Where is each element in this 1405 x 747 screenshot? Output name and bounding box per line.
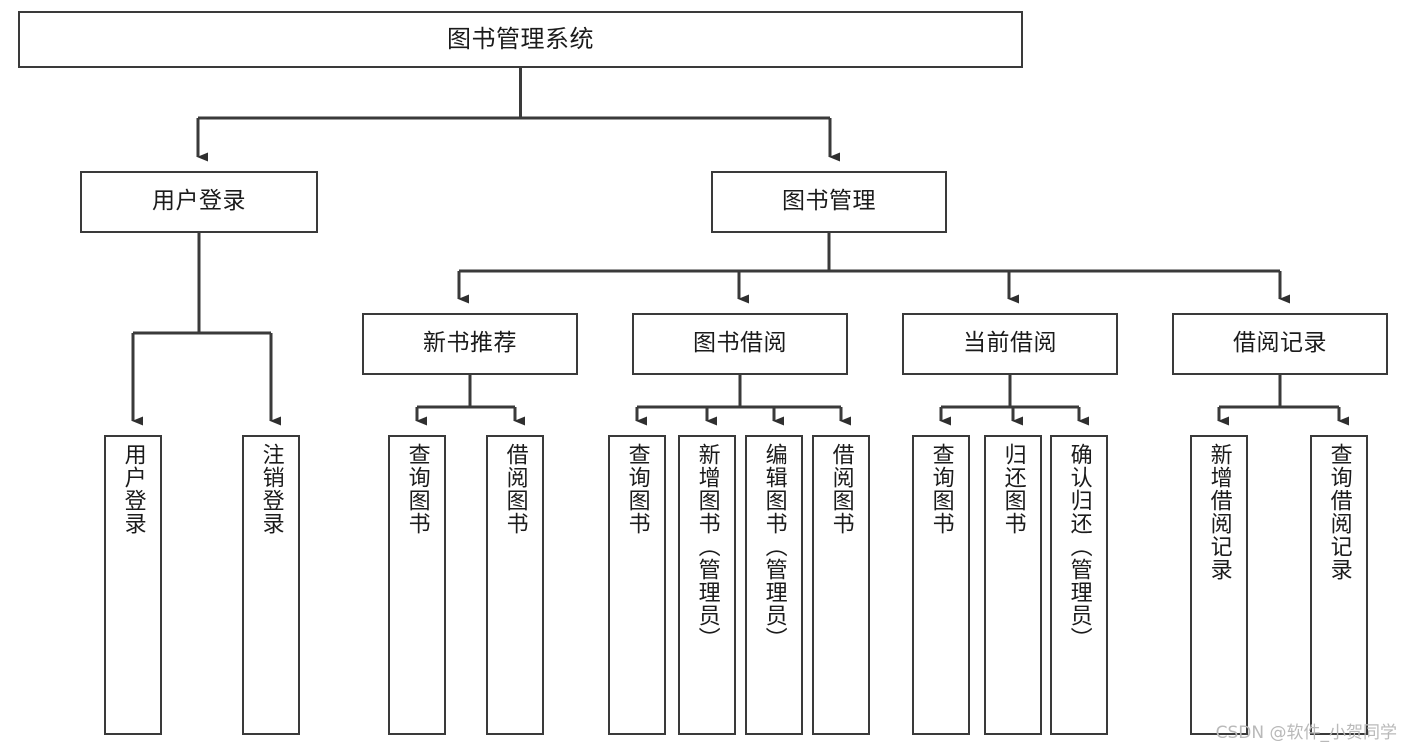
node-label: 图书管理系统: [447, 25, 594, 54]
node-label: 查询图书: [928, 443, 954, 535]
node-leaf-add-record[interactable]: 新增借阅记录: [1190, 435, 1248, 735]
node-leaf-add-book[interactable]: 新增图书（管理员）: [678, 435, 736, 735]
node-borrow-record[interactable]: 借阅记录: [1172, 313, 1388, 375]
node-leaf-edit-book[interactable]: 编辑图书（管理员）: [745, 435, 803, 735]
node-leaf-query-book-3[interactable]: 查询图书: [912, 435, 970, 735]
node-leaf-user-login[interactable]: 用户登录: [104, 435, 162, 735]
node-label: 借阅记录: [1233, 330, 1327, 357]
node-label: 归还图书: [1000, 443, 1026, 535]
node-leaf-logout[interactable]: 注销登录: [242, 435, 300, 735]
node-label: 当前借阅: [963, 330, 1057, 357]
node-label: 新书推荐: [423, 330, 517, 357]
node-new-book-recommend[interactable]: 新书推荐: [362, 313, 578, 375]
node-leaf-return-book[interactable]: 归还图书: [984, 435, 1042, 735]
node-label: 查询图书: [624, 443, 650, 535]
node-label: 用户登录: [152, 188, 246, 215]
node-current-borrow[interactable]: 当前借阅: [902, 313, 1118, 375]
node-label: 用户登录: [120, 443, 146, 535]
node-label: 查询图书: [404, 443, 430, 535]
node-leaf-query-book-2[interactable]: 查询图书: [608, 435, 666, 735]
node-label: 新增借阅记录: [1206, 443, 1232, 581]
node-book-manage[interactable]: 图书管理: [711, 171, 947, 233]
node-user-login[interactable]: 用户登录: [80, 171, 318, 233]
node-label: 图书借阅: [693, 330, 787, 357]
node-leaf-confirm-return[interactable]: 确认归还（管理员）: [1050, 435, 1108, 735]
node-label: 查询借阅记录: [1326, 443, 1352, 581]
node-leaf-borrow-book-2[interactable]: 借阅图书: [812, 435, 870, 735]
node-label: 确认归还（管理员）: [1066, 443, 1092, 650]
node-label: 图书管理: [782, 188, 876, 215]
node-label: 借阅图书: [502, 443, 528, 535]
node-label: 注销登录: [258, 443, 284, 535]
node-leaf-query-record[interactable]: 查询借阅记录: [1310, 435, 1368, 735]
node-root-system[interactable]: 图书管理系统: [18, 11, 1023, 68]
node-leaf-query-book-1[interactable]: 查询图书: [388, 435, 446, 735]
node-label: 新增图书（管理员）: [694, 443, 720, 650]
node-book-borrow[interactable]: 图书借阅: [632, 313, 848, 375]
node-label: 编辑图书（管理员）: [761, 443, 787, 650]
node-label: 借阅图书: [828, 443, 854, 535]
node-leaf-borrow-book-1[interactable]: 借阅图书: [486, 435, 544, 735]
